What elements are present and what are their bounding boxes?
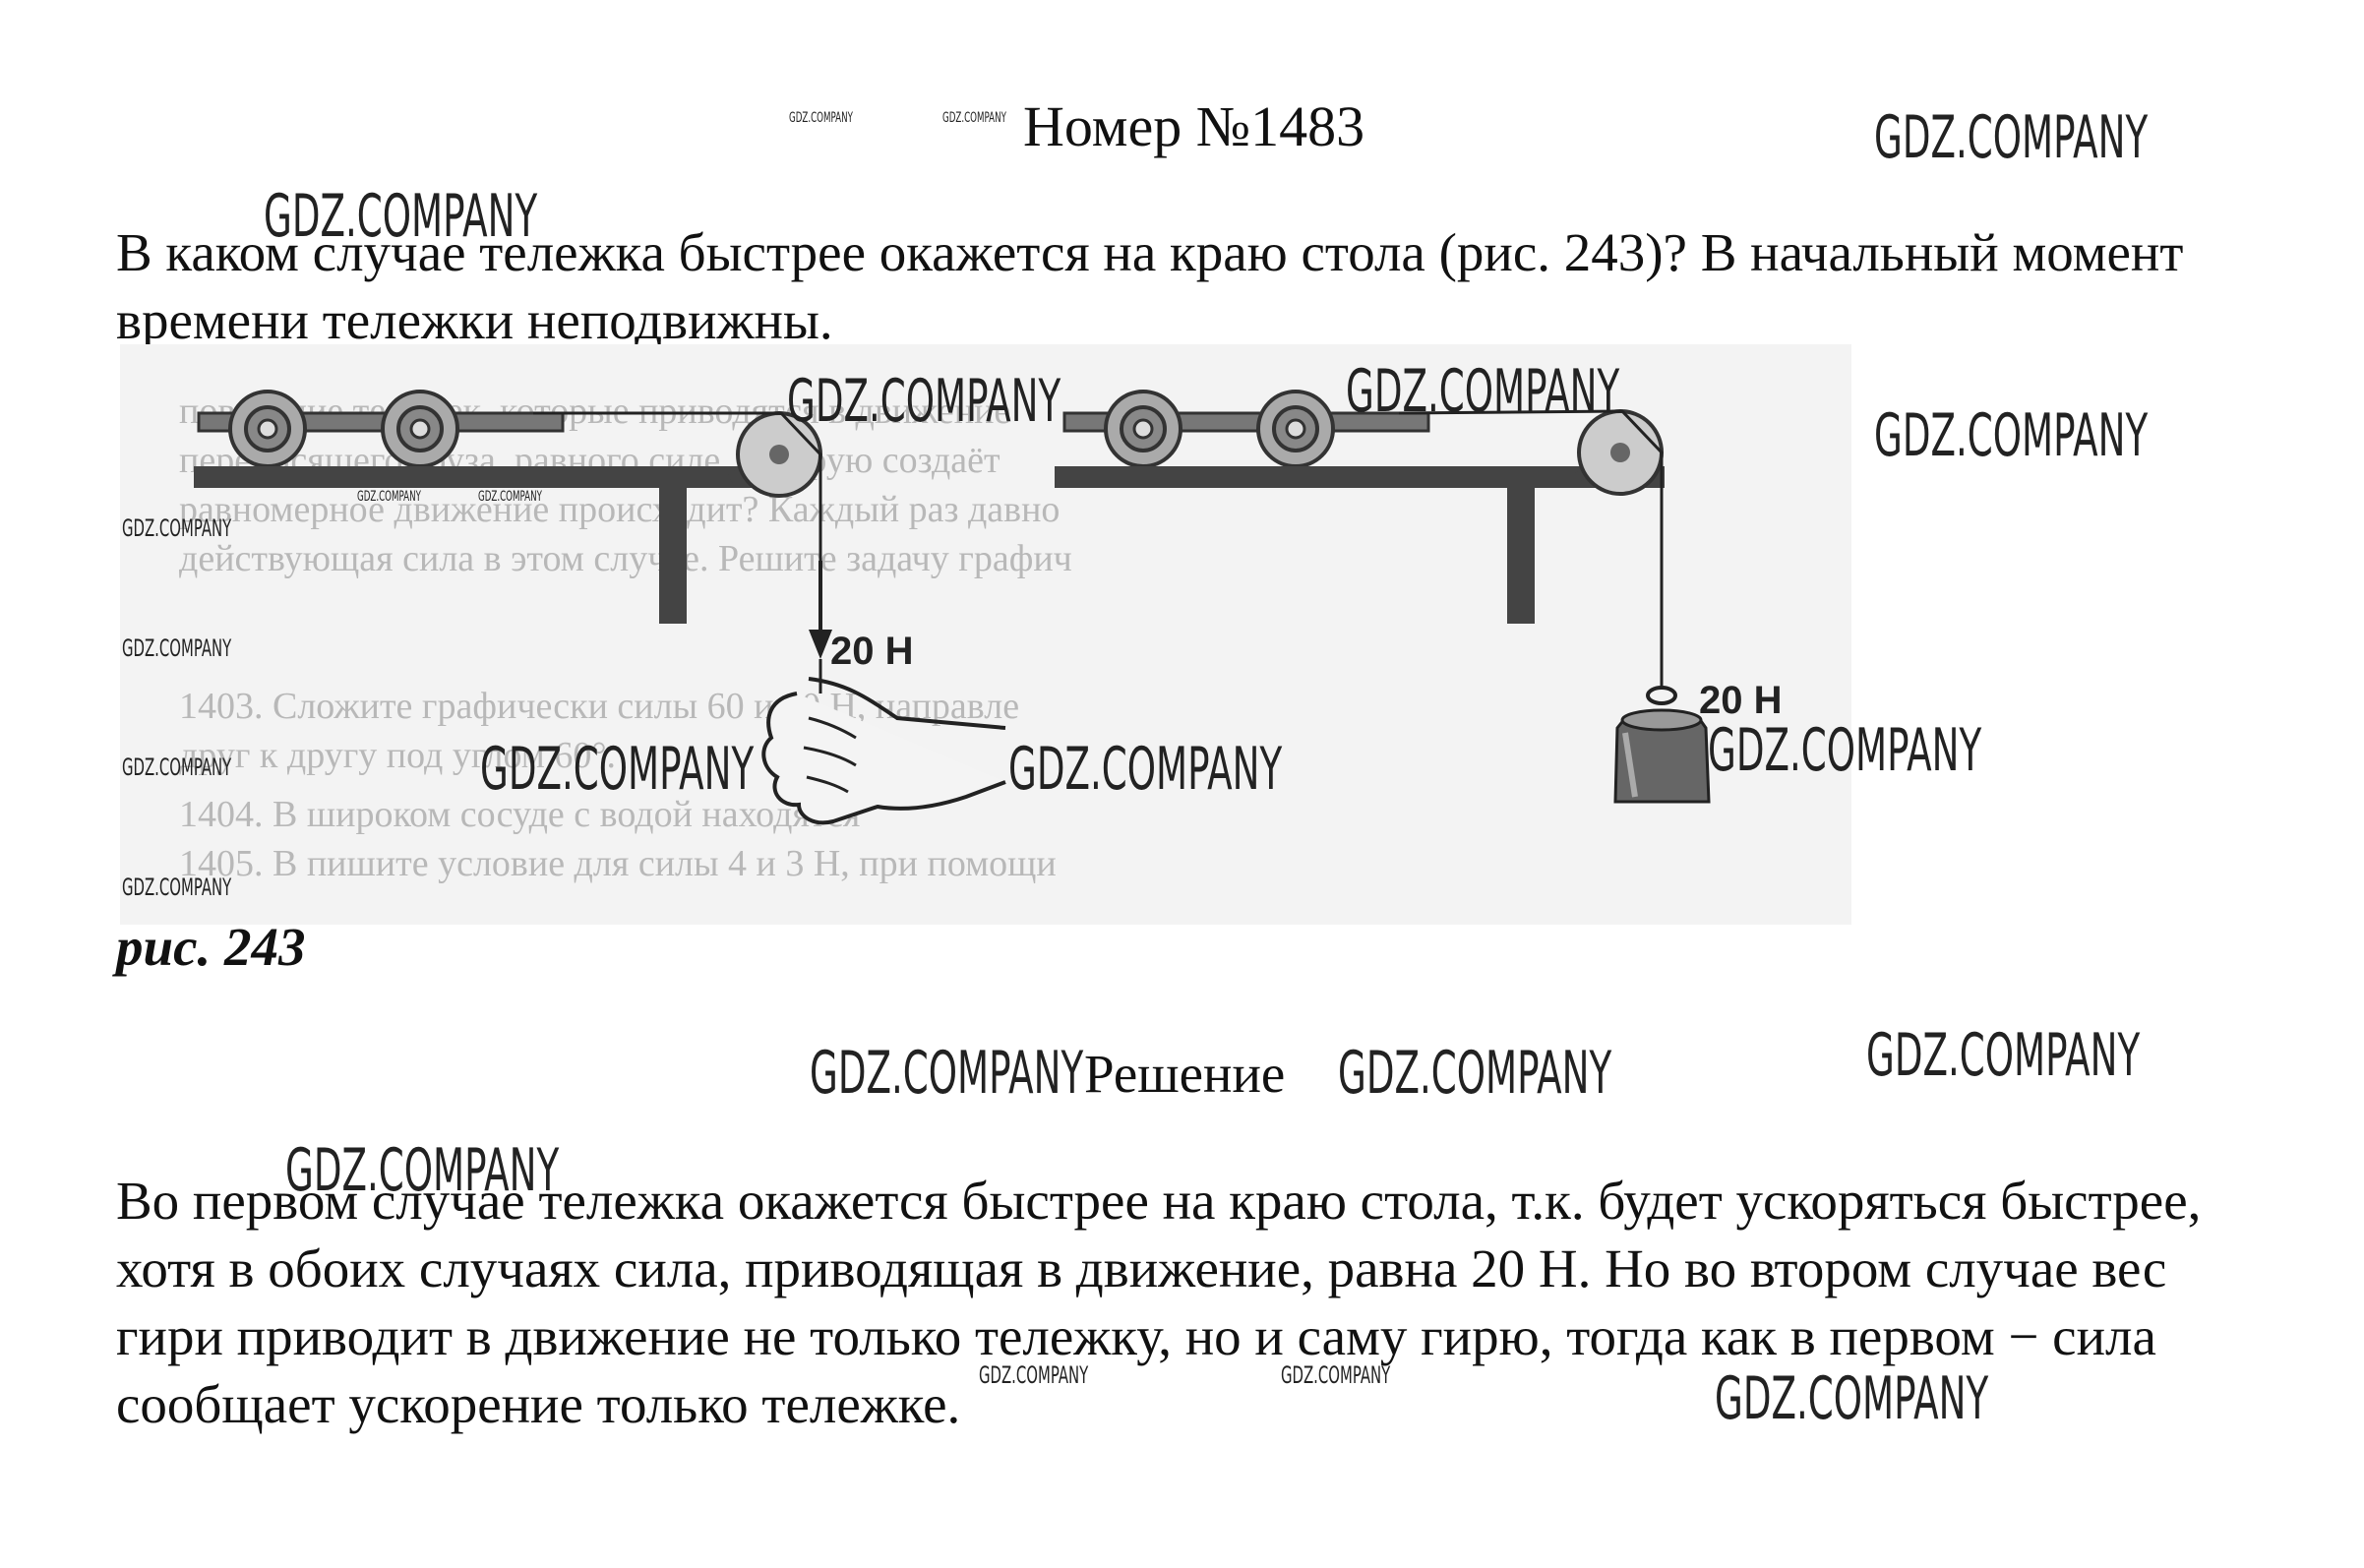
watermark: GDZ.COMPANY [810,1039,1084,1108]
watermark: GDZ.COMPANY [285,1136,560,1205]
watermark: GDZ.COMPANY [357,489,421,505]
watermark: GDZ.COMPANY [480,735,755,804]
watermark: GDZ.COMPANY [1008,735,1283,804]
force-arrowhead [809,630,832,659]
right-weight-label: 20 Н [1699,679,1783,722]
right-setup: 20 Н [1055,390,1783,804]
right-table-top [1055,466,1665,488]
svg-text:1404. В широком сосуде с водой: 1404. В широком сосуде с водой находятся [179,794,860,835]
watermark: GDZ.COMPANY [1346,357,1620,426]
left-cart-wheel [228,390,307,468]
svg-text:друг к другу под углом 60°.: друг к другу под углом 60°. [179,735,616,776]
question-text: В каком случае тележка быстрее окажется … [116,222,2184,350]
watermark: GDZ.COMPANY [122,754,232,781]
left-setup: 20 Н [194,390,1006,825]
watermark: GDZ.COMPANY [1708,716,1982,785]
svg-text:равномерное движение происходи: равномерное движение происходит? Каждый … [179,489,1060,530]
right-cart-wheel [1256,390,1335,468]
figure-243: поведение тележек, которые приводятся в … [120,344,1851,925]
watermark: GDZ.COMPANY [1338,1039,1612,1108]
weight-icon [1613,686,1711,804]
left-string [533,411,822,639]
watermark: GDZ.COMPANY [979,1361,1089,1389]
watermark: GDZ.COMPANY [1281,1361,1391,1389]
svg-text:действующая сила в этом случае: действующая сила в этом случае. Решите з… [179,538,1072,579]
page-title: Номер №1483 [1023,94,1365,158]
hand-icon [761,659,1006,825]
watermark: GDZ.COMPANY [1866,1021,2141,1090]
watermark: GDZ.COMPANY [122,514,232,542]
watermark: GDZ.COMPANY [1874,401,2149,470]
watermark: GDZ.COMPANY [1715,1364,1989,1433]
left-table-top [194,466,804,488]
watermark: GDZ.COMPANY [789,110,853,126]
watermark: GDZ.COMPANY [122,874,232,901]
svg-text:1405. В пишите условие для сил: 1405. В пишите условие для силы 4 и 3 Н,… [179,843,1057,884]
watermark: GDZ.COMPANY [122,634,232,662]
left-force-label: 20 Н [830,630,914,673]
left-table-leg [659,466,687,624]
svg-text:1403. Сложите графически силы: 1403. Сложите графически силы 60 и 40 Н,… [179,686,1019,727]
left-cart-wheel [381,390,459,468]
watermark: GDZ.COMPANY [1874,103,2149,172]
solution-heading: Решение [1084,1044,1286,1104]
right-cart-wheel [1104,390,1182,468]
figure-caption: рис. 243 [116,917,306,977]
watermark: GDZ.COMPANY [478,489,542,505]
watermark: GDZ.COMPANY [942,110,1006,126]
watermark: GDZ.COMPANY [264,182,538,251]
right-table-leg [1507,466,1535,624]
right-string [1398,409,1664,689]
watermark: GDZ.COMPANY [787,367,1061,436]
answer-text: Во первом случае тележка окажется быстре… [116,1171,2202,1434]
